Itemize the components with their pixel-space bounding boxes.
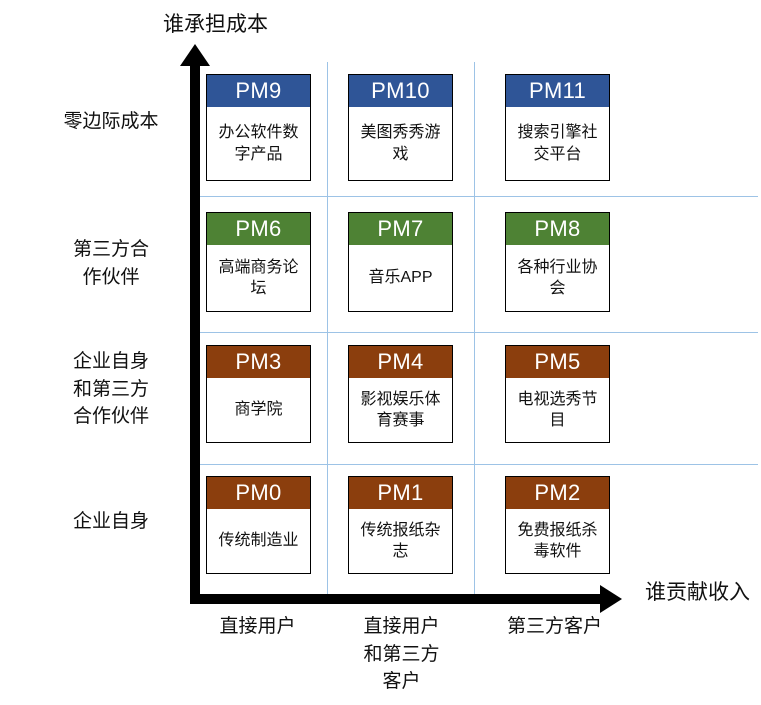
matrix-cell-pm8[interactable]: PM8 各种行业协会 [505,212,610,312]
x-axis-title: 谁贡献收入 [645,581,750,604]
matrix-cell-pm10-body: 美图秀秀游戏 [360,124,441,163]
matrix-cell-pm1-body: 传统报纸杂志 [360,521,441,560]
col-label-third-party-customer: 第三方客户 [506,616,602,637]
matrix-cell-pm7-body: 音乐APP [368,269,433,287]
matrix-cell-pm9-title: PM9 [207,75,310,107]
matrix-cell-pm4[interactable]: PM4 影视娱乐体育赛事 [348,345,453,443]
matrix-cell-pm3[interactable]: PM3 商学院 [206,345,311,443]
y-axis-arrow-icon [180,44,210,66]
row-label-self-and-third-party-partner: 企业自身和第三方合作伙伴 [72,351,149,428]
matrix-cell-pm8-body: 各种行业协会 [517,258,598,297]
col-label-direct-user-and-third-party: 直接用户和第三方客户 [363,616,440,693]
matrix-cell-pm6-title: PM6 [207,213,310,245]
matrix-cell-pm6[interactable]: PM6 高端商务论坛 [206,212,311,312]
row-label-third-party-partner: 第三方合作伙伴 [72,239,149,288]
y-axis-line [190,62,200,604]
matrix-cell-pm5-body: 电视选秀节目 [517,390,598,429]
matrix-cell-pm10-title: PM10 [349,75,452,107]
matrix-cell-pm3-title: PM3 [207,346,310,378]
gridline-horizontal-3 [196,464,758,465]
matrix-cell-pm0-body: 传统制造业 [218,532,299,550]
matrix-cell-pm0-title: PM0 [207,477,310,509]
matrix-cell-pm1[interactable]: PM1 传统报纸杂志 [348,476,453,574]
matrix-cell-pm9[interactable]: PM9 办公软件数字产品 [206,74,311,181]
matrix-cell-pm7-title: PM7 [349,213,452,245]
y-axis-title: 谁承担成本 [163,13,268,36]
matrix-cell-pm2-body: 免费报纸杀毒软件 [517,521,598,560]
matrix-cell-pm7[interactable]: PM7 音乐APP [348,212,453,312]
col-label-direct-user: 直接用户 [219,616,296,637]
matrix-cell-pm6-body: 高端商务论坛 [218,258,299,297]
gridline-vertical-1 [327,62,328,597]
matrix-cell-pm10[interactable]: PM10 美图秀秀游戏 [348,74,453,181]
matrix-cell-pm11-body: 搜索引擎社交平台 [517,124,598,163]
x-axis-line [190,594,604,604]
gridline-vertical-2 [474,62,475,597]
gridline-horizontal-1 [196,196,758,197]
matrix-cell-pm8-title: PM8 [506,213,609,245]
matrix-cell-pm1-title: PM1 [349,477,452,509]
matrix-cell-pm5-title: PM5 [506,346,609,378]
matrix-cell-pm3-body: 商学院 [234,401,283,419]
matrix-cell-pm0[interactable]: PM0 传统制造业 [206,476,311,574]
row-label-zero-marginal-cost: 零边际成本 [63,111,159,132]
matrix-cell-pm5[interactable]: PM5 电视选秀节目 [505,345,610,443]
matrix-cell-pm2[interactable]: PM2 免费报纸杀毒软件 [505,476,610,574]
matrix-cell-pm2-title: PM2 [506,477,609,509]
row-label-enterprise-itself: 企业自身 [72,511,149,532]
matrix-cell-pm4-body: 影视娱乐体育赛事 [360,390,441,429]
x-axis-arrow-icon [600,585,622,613]
matrix-cell-pm11[interactable]: PM11 搜索引擎社交平台 [505,74,610,181]
gridline-horizontal-2 [196,332,758,333]
matrix-cell-pm9-body: 办公软件数字产品 [218,124,299,163]
matrix-cell-pm4-title: PM4 [349,346,452,378]
matrix-cell-pm11-title: PM11 [506,75,609,107]
